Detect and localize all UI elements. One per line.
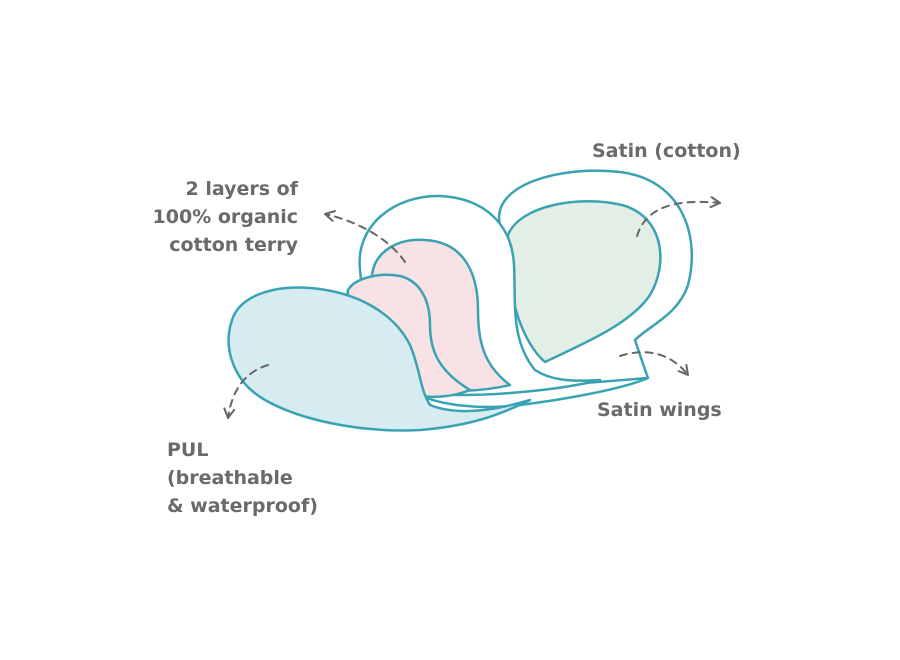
label-cotton-terry-line: 100% organic <box>152 206 298 228</box>
label-pul-line: PUL <box>167 439 209 461</box>
label-pul-line: & waterproof) <box>167 495 318 517</box>
arrow-satin-cotton <box>636 196 721 237</box>
label-satin-wings-line: Satin wings <box>597 399 722 421</box>
pul-layer <box>227 286 532 432</box>
arrow-satin-wings <box>619 351 689 376</box>
label-cotton-terry: 2 layers of 100% organic cotton terry <box>153 175 298 259</box>
label-pul: PUL (breathable & waterproof) <box>167 436 318 520</box>
label-satin-wings: Satin wings <box>597 396 722 424</box>
label-pul-line: (breathable <box>167 467 293 489</box>
arrow-cotton-terry <box>324 210 406 263</box>
arrow-pul <box>223 364 269 419</box>
label-satin-cotton: Satin (cotton) <box>592 137 741 165</box>
label-cotton-terry-line: 2 layers of <box>185 178 298 200</box>
label-cotton-terry-line: cotton terry <box>169 234 298 256</box>
label-satin-cotton-line: Satin (cotton) <box>592 140 741 162</box>
satin-cotton-core <box>506 200 662 364</box>
